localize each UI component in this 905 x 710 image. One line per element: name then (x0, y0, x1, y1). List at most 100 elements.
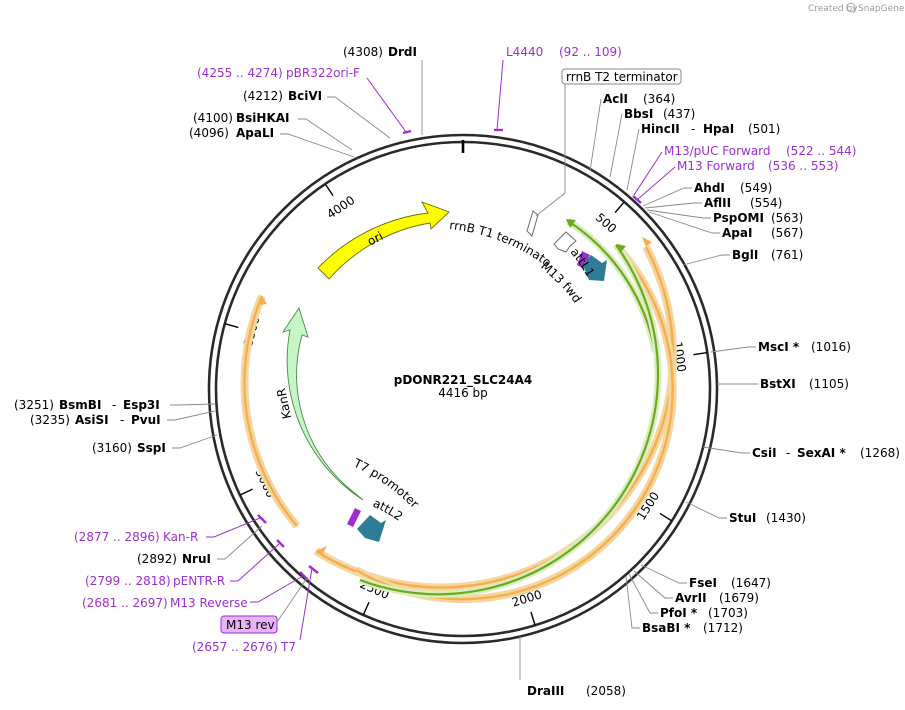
m13rev-site-name: M13 Reverse (170, 596, 248, 610)
backbone-outer (207, 133, 719, 645)
kanr-primer-range: (2877 .. 2896) (74, 530, 160, 544)
csii-pos: (1268) (860, 446, 900, 460)
hincii-pos: (501) (748, 122, 780, 136)
plasmid-length: 4416 bp (438, 386, 488, 400)
drdi-name: DrdI (388, 45, 417, 59)
m13-forward-site (632, 195, 642, 204)
l4440-range: (92 .. 109) (559, 45, 622, 59)
stui-name: StuI (729, 511, 756, 525)
t7-promoter-arrow (347, 508, 361, 527)
bgli-name: BglI (732, 248, 758, 262)
csii-leader (702, 446, 750, 454)
m13rev-site-leader (250, 575, 304, 603)
rrnb-t2-arrow (526, 210, 539, 237)
nrui-leader (217, 525, 263, 560)
pspomi-name: PspOMI (713, 211, 764, 225)
aflii-pos: (554) (750, 196, 782, 210)
rrnb-t1-arrow (553, 231, 577, 253)
stui-leader (685, 501, 727, 519)
insert-arc-lower (355, 249, 674, 601)
sspi-name: SspI (137, 441, 166, 455)
rrnb-t2-leader (535, 84, 566, 217)
kanr-primer-leader (206, 517, 261, 538)
rrnb-t2-label: rrnB T2 terminator (566, 70, 678, 84)
m13fwd-site-range: (536 .. 553) (768, 159, 838, 173)
bsmbi-pos: (3251) (14, 398, 54, 412)
t7-leader (299, 567, 313, 641)
t7-range: (2657 .. 2676) (192, 640, 278, 654)
drdi-pos: (4308) (343, 45, 383, 59)
sspi-leader (172, 434, 218, 449)
bsmbi-leader (170, 403, 216, 406)
fsei-name: FseI (689, 576, 717, 590)
l4440-leader (496, 59, 504, 131)
bsmbi-name: BsmBI (59, 398, 101, 412)
tick-mark (224, 323, 239, 329)
tick-label: 500 (593, 210, 619, 236)
tick-mark (693, 351, 708, 356)
bgli-leader (682, 254, 730, 266)
ahdi-name: AhdI (694, 181, 725, 195)
nrui-pos: (2892) (137, 552, 177, 566)
rrnb-t2-box (561, 68, 682, 85)
bsihkai-name: BsiHKAI (236, 111, 290, 125)
created-by-label: Created by (808, 4, 858, 14)
kanr-label: KanR (274, 387, 294, 420)
m13-rev-box (220, 615, 278, 634)
hincii-name: HincII (641, 122, 680, 136)
ahdi-leader (642, 187, 692, 207)
bbsi-leader (609, 113, 623, 178)
m13puc-leader (633, 151, 663, 196)
m13-fwd-arrow (577, 251, 590, 269)
insert-arc-lower-halo (353, 247, 677, 604)
tick-mark (239, 488, 253, 496)
bbsi-name: BbsI (624, 107, 653, 121)
avrii-leader (633, 570, 673, 599)
bstxi-name: BstXI (760, 377, 796, 391)
kanr-primer-name: Kan-R (163, 530, 198, 544)
msci-leader (710, 346, 756, 353)
m13-rev-box-leader (276, 577, 308, 623)
pbr322-name: pBR322ori-F (286, 66, 360, 80)
orf-arrow-2 (616, 244, 626, 253)
ori-label: ori (365, 229, 385, 249)
pspomi-pos: (563) (771, 211, 803, 225)
apali-leader (280, 133, 355, 158)
orf-arc-2-halo (358, 242, 662, 598)
m13-rev-box-label: M13 rev (226, 618, 275, 632)
pentr-name: pENTR-R (173, 574, 225, 588)
bcivi-name: BciVI (288, 89, 322, 103)
bbsi-pos: (437) (663, 107, 695, 121)
asisi-leader (167, 410, 216, 421)
snapgene-logo-icon (846, 2, 856, 13)
pentr-range: (2799 .. 2818) (85, 574, 171, 588)
l4440-name: L4440 (506, 45, 543, 59)
m13puc-range: (522 .. 544) (786, 144, 856, 158)
pentr-site (276, 539, 285, 548)
draiii-pos: (2058) (586, 684, 626, 698)
plasmid-name: pDONR221_SLC24A4 (394, 373, 533, 388)
nrui-name: NruI (182, 552, 211, 566)
stui-pos: (1430) (766, 511, 806, 525)
apali-name: ApaLI (236, 126, 274, 140)
pentr-leader (230, 543, 280, 582)
bgli-pos: (761) (771, 248, 803, 262)
hincii-leader (626, 128, 640, 191)
tick-label: 4000 (324, 193, 357, 222)
aflii-name: AflII (704, 196, 731, 210)
csii-sep: - (786, 446, 790, 460)
pfoi-pos: (1703) (708, 606, 748, 620)
tick-mark (530, 611, 536, 626)
apai-pos: (567) (771, 226, 803, 240)
m13fwd-site-name: M13 Forward (677, 159, 755, 173)
ori-feature (317, 201, 450, 280)
kanr-feature (281, 306, 364, 501)
msci-pos: (1016) (811, 340, 851, 354)
avrii-pos: (1679) (719, 591, 759, 605)
tick-mark (362, 601, 370, 616)
pvui-name: PvuI (131, 413, 161, 427)
acli-leader (589, 98, 602, 172)
kan-insert-arrow (258, 296, 267, 305)
insert-arrow-head (642, 237, 652, 247)
